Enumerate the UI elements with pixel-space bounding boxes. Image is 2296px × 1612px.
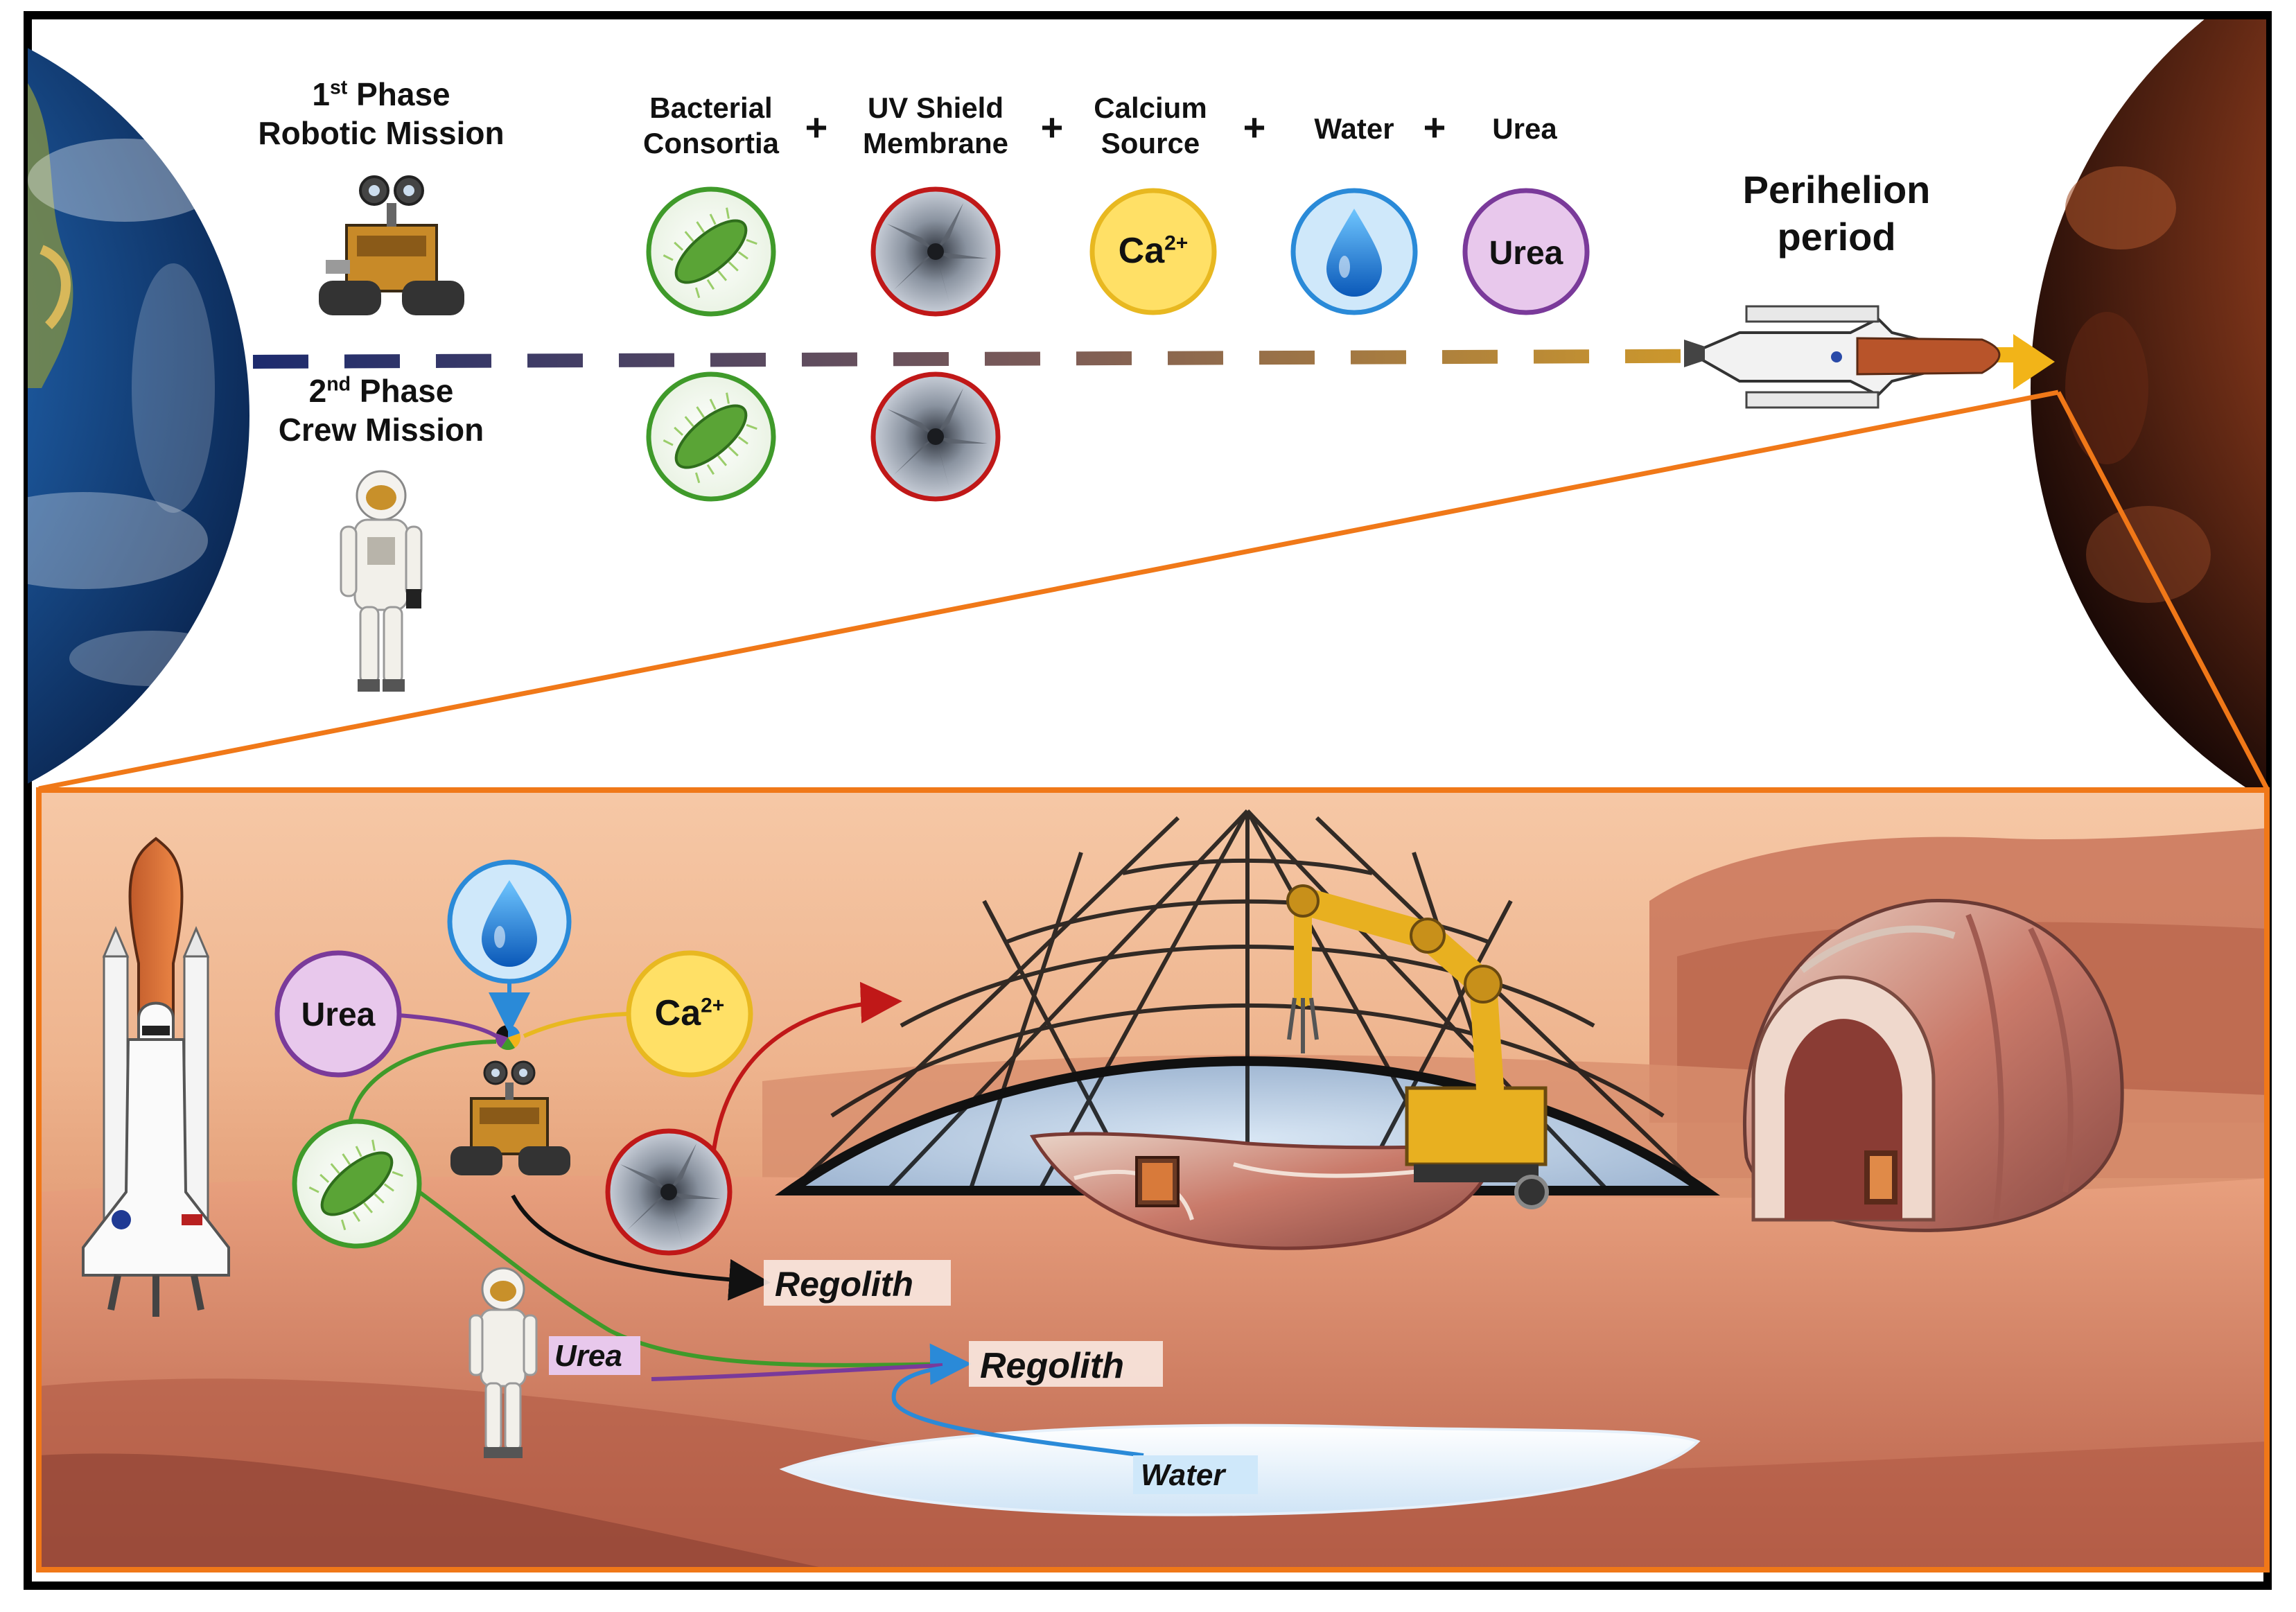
calcium-header-line2: Source <box>1101 127 1200 160</box>
urea-tag-bg <box>549 1336 640 1375</box>
perihelion-line1: Perihelion <box>1742 168 1931 211</box>
calcium-circle-top-text: Ca2+ <box>1091 230 1216 272</box>
regolith-1-bg <box>764 1260 951 1306</box>
urea-circle-top-text: Urea <box>1489 235 1563 272</box>
arrow-bacteria-to-regolith <box>418 1190 972 1385</box>
regolith-2-bg <box>969 1341 1163 1387</box>
robot-bottom-illustration <box>450 1060 570 1175</box>
urea-header: Urea <box>1492 112 1557 145</box>
urea-circle-top <box>1462 188 1590 315</box>
robot-top-illustration <box>319 175 464 315</box>
trajectory-arrowhead <box>2013 334 2055 389</box>
mars-illustration <box>2031 19 2266 789</box>
top-panel <box>28 19 2266 789</box>
water-circle-bottom <box>447 859 572 984</box>
phase-1-suffix: st <box>329 76 348 99</box>
bottom-panel-frame <box>36 787 2270 1572</box>
phase-2-label: 2nd Phase Crew Mission <box>229 371 534 449</box>
uv-membrane-circle-bottom <box>605 1128 733 1256</box>
regolith-label-2: Regolith <box>980 1346 1124 1386</box>
phase-2-suffix: nd <box>326 373 351 396</box>
calcium-header: Calcium Source <box>1053 90 1247 161</box>
water-tag-bg <box>1133 1455 1258 1494</box>
arrow-urea-to-mix <box>398 1013 498 1038</box>
water-header: Water <box>1314 112 1394 145</box>
arrow-robot-to-regolith <box>511 1194 771 1301</box>
phase-2-ordinal: 2 <box>308 373 327 409</box>
arrow-water-to-regolith <box>891 1365 1144 1457</box>
urea-tag: Urea <box>554 1339 622 1373</box>
calcium-header-line1: Calcium <box>1094 91 1207 124</box>
zoom-line-right <box>2056 391 2270 790</box>
uv-membrane-circle-crew <box>870 371 1001 502</box>
perihelion-line2: period <box>1777 215 1896 259</box>
water-tag: Water <box>1141 1458 1225 1492</box>
plus-1: + <box>805 105 828 149</box>
calcium-symbol-bottom: Ca <box>654 993 701 1033</box>
calcium-circle-bottom-text: Ca2+ <box>627 992 752 1034</box>
bacteria-header-line1: Bacterial <box>649 91 773 124</box>
plus-3: + <box>1243 105 1266 149</box>
astronaut-top-illustration <box>340 470 423 692</box>
uv-header-line1: UV Shield <box>867 91 1004 124</box>
bacteria-circle-top <box>646 186 776 317</box>
calcium-charge-bottom: 2+ <box>701 994 725 1017</box>
phase-1-label: 1st Phase Robotic Mission <box>229 75 534 152</box>
urea-circle-bottom-text: Urea <box>301 997 376 1033</box>
phase-2-mission: Crew Mission <box>278 412 484 448</box>
uv-header: UV Shield Membrane <box>832 90 1040 161</box>
shuttle-top-illustration <box>1684 305 2001 409</box>
calcium-symbol-top: Ca <box>1118 231 1165 271</box>
phase-2-word: Phase <box>359 373 454 409</box>
arrow-calcium-to-mix <box>523 1012 629 1038</box>
calcium-circle-top <box>1089 188 1217 315</box>
regolith-label-1: Regolith <box>775 1265 913 1304</box>
mixing-color-wheel <box>495 1025 521 1051</box>
trajectory-line <box>252 348 1983 369</box>
bacteria-circle-bottom <box>292 1119 422 1249</box>
plus-4: + <box>1423 105 1446 149</box>
shell-habitat-right <box>1742 898 2124 1232</box>
phase-1-word: Phase <box>356 76 450 112</box>
shell-habitat-center <box>1029 1132 1499 1250</box>
bacteria-header-line2: Consortia <box>642 127 779 160</box>
phase-1-ordinal: 1 <box>312 76 330 112</box>
shuttle-bottom-illustration <box>82 836 230 1317</box>
perihelion-label: Perihelion period <box>1719 166 1954 261</box>
robotic-arm-printer <box>1286 884 1549 1209</box>
uv-header-line2: Membrane <box>862 127 1009 160</box>
zoom-line-left <box>38 389 2059 791</box>
bacteria-circle-crew <box>646 371 776 502</box>
arrow-urea-to-regolith <box>651 1363 943 1381</box>
calcium-charge-top: 2+ <box>1164 231 1189 255</box>
phase-1-mission: Robotic Mission <box>258 115 505 152</box>
earth-illustration <box>28 48 249 784</box>
bacteria-header: Bacterial Consortia <box>607 90 815 161</box>
uv-membrane-circle-top <box>870 186 1001 317</box>
arrow-uv-to-dome <box>712 981 902 1151</box>
plus-2: + <box>1040 105 1064 149</box>
astronaut-bottom-illustration <box>468 1267 538 1458</box>
water-circle-top <box>1290 188 1418 315</box>
arrow-bacteria-to-mix <box>348 1040 497 1123</box>
